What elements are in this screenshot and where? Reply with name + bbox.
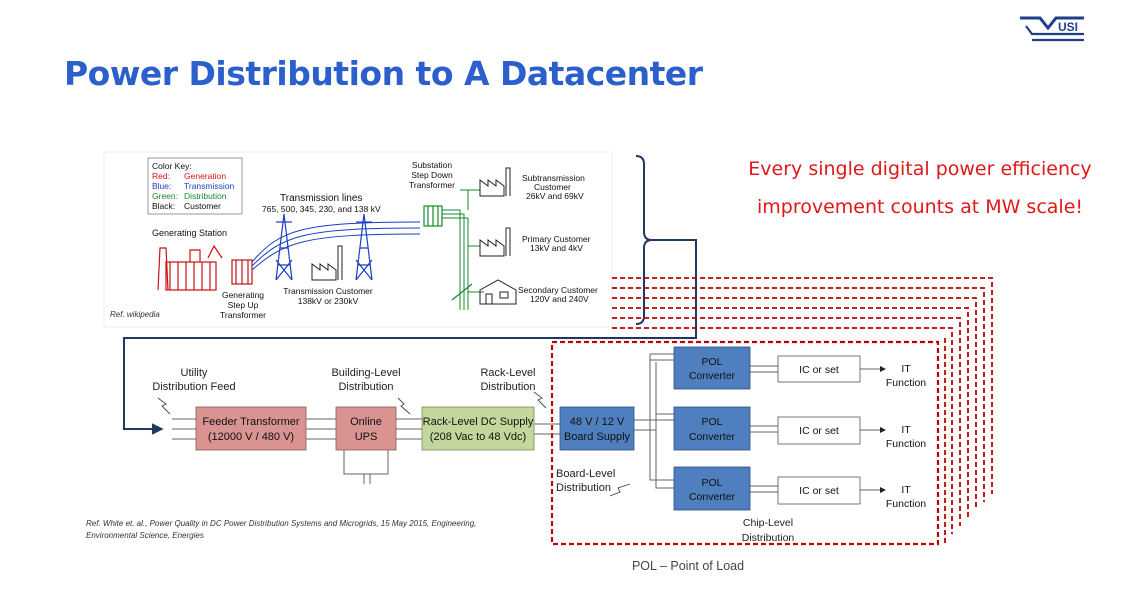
grid-bracket [123, 155, 697, 435]
squiggle-arrows [157, 391, 631, 497]
substation-transformer-icon [423, 205, 443, 227]
callout-line-2: improvement counts at MW scale! [757, 196, 1083, 218]
grid-panel: Color Key: Red:Generation Blue:Transmiss… [103, 151, 613, 328]
generating-station-icon [157, 244, 223, 291]
transmission-lines [251, 221, 421, 271]
transmission-tower-icon-1 [275, 213, 293, 281]
svg-text:Feeder Transformer(12000 V / 4: Feeder Transformer(12000 V / 480 V) [202, 416, 300, 443]
svg-text:IC or set: IC or set [799, 485, 839, 497]
wikipedia-ref: Ref. wikipedia [110, 310, 160, 319]
usi-logo: USI [1020, 16, 1084, 42]
svg-text:IC or set: IC or set [799, 425, 839, 437]
rack-dc-supply-box [421, 406, 535, 451]
online-ups-box [335, 406, 397, 451]
ic-box-2: IC or set [777, 416, 861, 445]
svg-text:Rack-Level DC Supply(208 Vac t: Rack-Level DC Supply(208 Vac to 48 Vdc) [423, 416, 534, 443]
callout: Every single digital power efficiency im… [740, 150, 1100, 226]
callout-line-1: Every single digital power efficiency [748, 158, 1092, 180]
house-icon [479, 279, 517, 305]
svg-text:Blue:Transmission: Blue:Transmission [152, 181, 234, 191]
ic-box-1: IC or set [777, 355, 861, 383]
svg-text:Black:Customer: Black:Customer [152, 201, 221, 211]
arrowheads [880, 366, 886, 493]
svg-text:Red:Generation: Red:Generation [152, 171, 226, 181]
svg-text:IC or set: IC or set [799, 364, 839, 376]
pol-legend: POL – Point of Load [632, 559, 744, 573]
ic-box-3: IC or set [777, 476, 861, 505]
distribution-pole-icon [451, 283, 473, 301]
transmission-lines-label: Transmission lines [280, 193, 362, 204]
feed-lines [172, 353, 880, 493]
transmission-tower-icon-2 [355, 213, 373, 281]
logo-text: USI [1058, 20, 1078, 34]
color-key-title: Color Key: [152, 161, 192, 171]
board-supply-box [559, 406, 635, 451]
primary-factory-icon [479, 227, 511, 257]
transmission-kv-label: 765, 500, 345, 230, and 138 kV [262, 204, 381, 214]
subtransmission-factory-icon [479, 167, 511, 197]
factory-icon [311, 245, 343, 281]
pol-stack-dashed [550, 277, 993, 546]
step-up-transformer-icon [231, 259, 253, 285]
color-key-box [147, 157, 243, 215]
generating-station-label: Generating Station [152, 228, 227, 238]
distribution-lines [442, 189, 484, 310]
feeder-transformer-box [195, 406, 307, 451]
svg-text:Green:Distribution: Green:Distribution [152, 191, 227, 201]
white-ref: Ref. White et. al., Power Quality in DC … [86, 519, 476, 540]
slide-title: Power Distribution to A Datacenter [64, 54, 703, 93]
